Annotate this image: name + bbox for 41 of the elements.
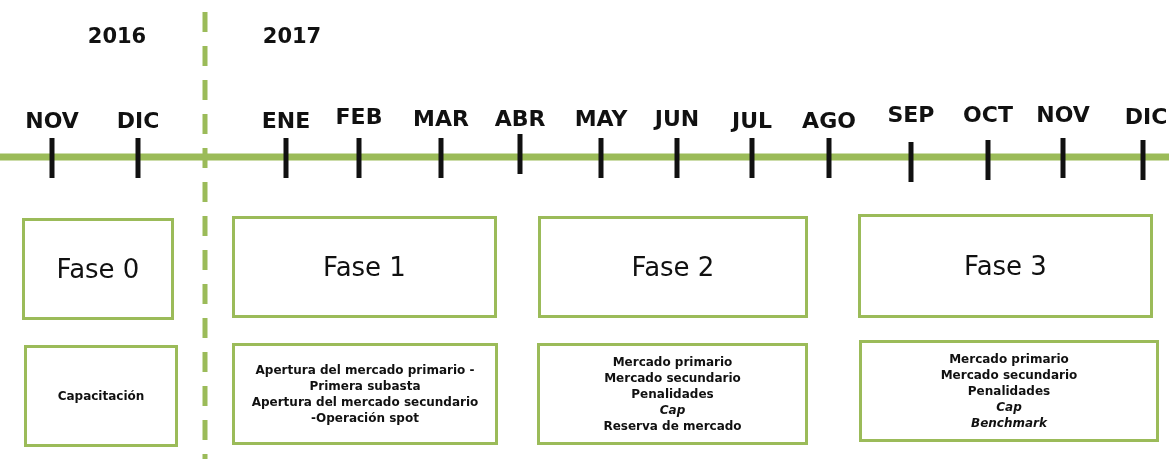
activity-text: Mercado primario <box>949 351 1069 367</box>
activity-text: Penalidades <box>631 386 714 402</box>
activity-text: Penalidades <box>967 383 1051 399</box>
phase-box <box>538 216 808 318</box>
phase-box <box>22 218 174 320</box>
activity-text: Apertura del mercado secundario -Operación spot <box>250 394 480 426</box>
activity-box <box>232 343 498 445</box>
activity-text: Reserva de mercado <box>603 418 742 434</box>
month-label: DIC <box>116 108 160 133</box>
month-label: DIC <box>1124 104 1168 129</box>
year-label: 2016 <box>87 24 147 48</box>
activity-text: Benchmark <box>971 415 1047 431</box>
phase-box <box>858 214 1153 318</box>
activity-text: Mercado secundario <box>604 370 741 386</box>
phase-title: Fase 1 <box>323 252 406 282</box>
month-label: OCT <box>963 102 1013 127</box>
month-label: JUN <box>654 106 700 131</box>
month-label: FEB <box>335 104 383 129</box>
phase-title: Fase 2 <box>631 252 715 282</box>
month-label: ENE <box>261 108 311 133</box>
phase-title: Fase 3 <box>964 251 1047 281</box>
phase-box <box>232 216 497 318</box>
month-label: NOV <box>1036 102 1090 127</box>
activity-text: Apertura del mercado primario -Primera subasta <box>254 362 476 394</box>
activity-text: Cap <box>996 399 1022 415</box>
month-label: SEP <box>887 102 935 127</box>
activity-text: Cap <box>659 402 686 418</box>
phase-title: Fase 0 <box>56 254 140 284</box>
activity-box <box>537 343 808 445</box>
activity-text: Mercado secundario <box>940 367 1078 383</box>
month-label: MAY <box>574 106 628 131</box>
month-label: NOV <box>25 108 79 133</box>
activity-box <box>24 345 178 447</box>
month-label: AGO <box>802 108 856 133</box>
activity-text: Mercado primario <box>612 354 733 370</box>
month-label: JUL <box>731 108 773 133</box>
month-label: ABR <box>494 106 546 131</box>
month-label: MAR <box>413 106 469 131</box>
year-label: 2017 <box>262 24 322 48</box>
activity-text: Capacitación <box>57 388 145 404</box>
activity-box <box>859 340 1159 442</box>
